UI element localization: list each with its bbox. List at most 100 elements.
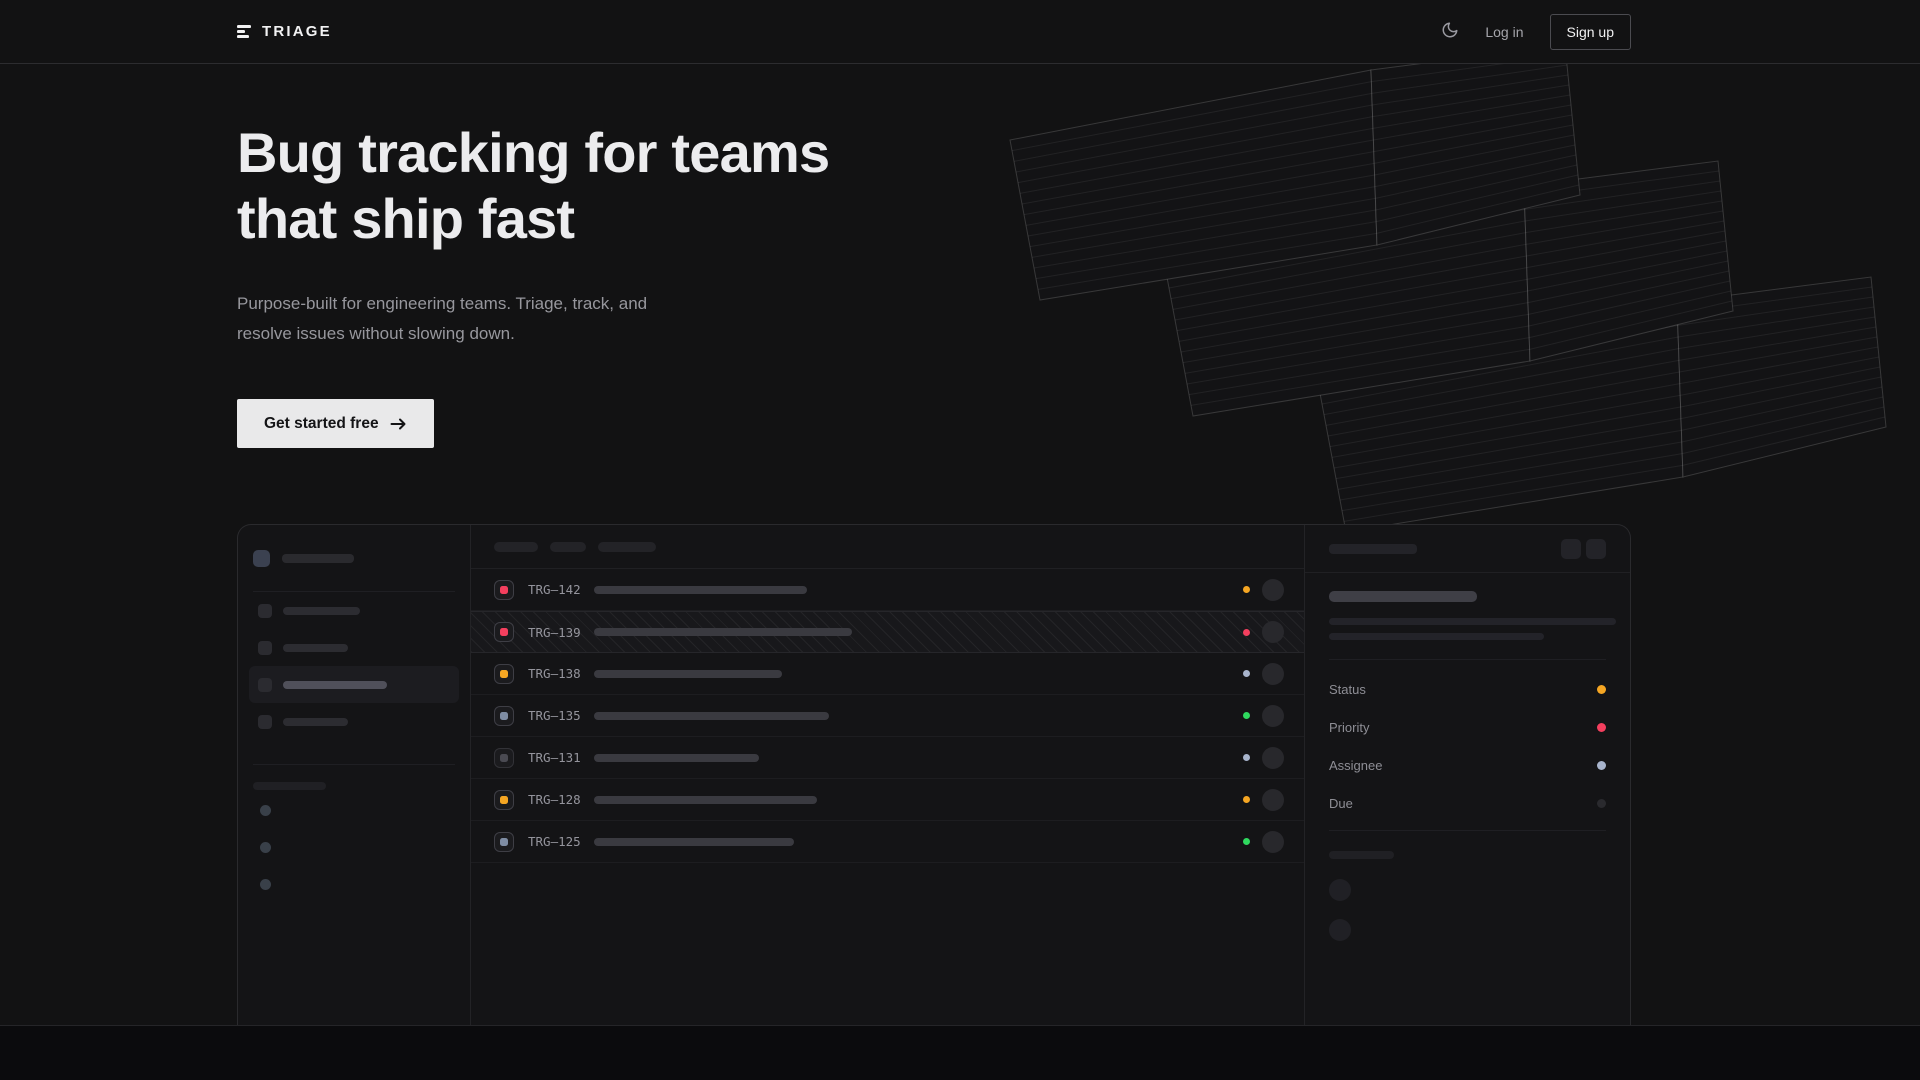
issue-rows: TRG–142 TRG–139 TRG–138 TRG–135 TRG–131 … bbox=[471, 569, 1304, 863]
field-label: Assignee bbox=[1329, 757, 1383, 773]
preview-issue-list: TRG–142 TRG–139 TRG–138 TRG–135 TRG–131 … bbox=[471, 525, 1304, 1025]
issue-row: TRG–135 bbox=[471, 695, 1304, 737]
issue-status-dot bbox=[1243, 670, 1250, 677]
issue-id: TRG–135 bbox=[528, 708, 581, 723]
issue-title-placeholder bbox=[594, 753, 759, 762]
issue-status-dot bbox=[1243, 628, 1250, 636]
sidebar-item-icon-placeholder bbox=[258, 677, 272, 692]
brand-name: TRIAGE bbox=[262, 23, 332, 40]
field-label: Priority bbox=[1329, 719, 1370, 735]
detail-action-button-placeholder bbox=[1561, 538, 1581, 559]
top-nav: TRIAGE Log in Sign up bbox=[0, 0, 1920, 64]
issue-type-icon bbox=[494, 747, 514, 768]
theme-toggle-button[interactable] bbox=[1441, 21, 1459, 42]
issue-id: TRG–142 bbox=[528, 582, 581, 597]
issue-type-icon bbox=[494, 831, 514, 852]
arrow-right-icon bbox=[390, 416, 407, 432]
divider bbox=[1329, 659, 1606, 660]
filter-tab-placeholder bbox=[598, 541, 656, 552]
issue-title-placeholder bbox=[594, 669, 782, 678]
filter-tab-placeholder bbox=[550, 541, 586, 552]
section-label-placeholder bbox=[253, 782, 326, 790]
activity-label-placeholder bbox=[1329, 851, 1394, 859]
brand: TRIAGE bbox=[237, 23, 332, 40]
get-started-button[interactable]: Get started free bbox=[237, 399, 434, 448]
app-preview-panel: TRG–142 TRG–139 TRG–138 TRG–135 TRG–131 … bbox=[237, 524, 1631, 1025]
assignee-avatar bbox=[1262, 788, 1284, 811]
filter-tab-placeholder bbox=[494, 541, 538, 552]
issue-id: TRG–139 bbox=[528, 624, 581, 640]
issue-id: TRG–128 bbox=[528, 792, 581, 807]
assignee-avatar bbox=[1262, 830, 1284, 853]
issue-type-icon bbox=[494, 789, 514, 810]
field-value-dot bbox=[1597, 684, 1606, 694]
moon-icon bbox=[1441, 21, 1459, 42]
triage-logo-icon bbox=[237, 25, 251, 38]
detail-breadcrumb-placeholder bbox=[1329, 543, 1417, 554]
issue-status-dot bbox=[1243, 838, 1250, 845]
issue-id: TRG–125 bbox=[528, 834, 581, 849]
issue-status-dot bbox=[1243, 712, 1250, 719]
detail-title-placeholder bbox=[1329, 591, 1477, 602]
issue-title-placeholder bbox=[594, 837, 794, 846]
issue-title-placeholder bbox=[594, 585, 807, 594]
member-avatar-placeholder bbox=[260, 842, 271, 853]
detail-field-row: Assignee bbox=[1329, 746, 1606, 784]
log-in-link[interactable]: Log in bbox=[1485, 23, 1524, 40]
preview-sidebar bbox=[238, 525, 471, 1025]
sign-up-button[interactable]: Sign up bbox=[1549, 13, 1631, 50]
assignee-avatar bbox=[1262, 746, 1284, 769]
sidebar-item-icon-placeholder bbox=[258, 714, 272, 729]
issue-type-icon bbox=[494, 705, 514, 726]
divider bbox=[1329, 830, 1606, 831]
preview-detail-panel: Status Priority Assignee Due bbox=[1304, 525, 1630, 1025]
issue-title-placeholder bbox=[594, 711, 829, 720]
assignee-avatar bbox=[1262, 662, 1284, 685]
sidebar-item-icon-placeholder bbox=[258, 640, 272, 655]
detail-field-row: Due bbox=[1329, 784, 1606, 822]
workspace-name-placeholder bbox=[282, 554, 354, 563]
field-value-dot bbox=[1597, 798, 1606, 808]
issue-status-dot bbox=[1243, 754, 1250, 761]
hero-subtitle: Purpose-built for engineering teams. Tri… bbox=[237, 294, 648, 343]
sidebar-item-placeholder-active bbox=[249, 666, 459, 703]
issue-title-placeholder bbox=[594, 628, 852, 636]
field-label: Due bbox=[1329, 795, 1353, 811]
assignee-avatar bbox=[1262, 578, 1284, 601]
detail-action-button-placeholder bbox=[1586, 538, 1606, 559]
member-avatar-placeholder bbox=[260, 879, 271, 890]
issue-row: TRG–139 bbox=[471, 611, 1304, 653]
workspace-switcher-placeholder bbox=[253, 550, 455, 567]
issue-row: TRG–142 bbox=[471, 569, 1304, 611]
issue-row: TRG–128 bbox=[471, 779, 1304, 821]
field-value-dot bbox=[1597, 760, 1606, 770]
issue-row: TRG–138 bbox=[471, 653, 1304, 695]
detail-field-row: Priority bbox=[1329, 708, 1606, 746]
comment-avatar-placeholder bbox=[1329, 919, 1351, 941]
divider bbox=[253, 764, 455, 765]
issue-status-dot bbox=[1243, 586, 1250, 593]
member-avatar-placeholder bbox=[260, 805, 271, 816]
issue-status-dot bbox=[1243, 796, 1250, 803]
assignee-avatar bbox=[1262, 704, 1284, 727]
detail-fields: Status Priority Assignee Due bbox=[1329, 670, 1606, 822]
divider bbox=[253, 591, 455, 592]
sidebar-item-placeholder bbox=[249, 703, 459, 740]
field-label: Status bbox=[1329, 681, 1366, 697]
issue-row: TRG–131 bbox=[471, 737, 1304, 779]
page-footer bbox=[0, 1025, 1920, 1080]
issue-type-icon bbox=[494, 663, 514, 684]
field-value-dot bbox=[1597, 722, 1606, 732]
nav-actions: Log in Sign up bbox=[1441, 13, 1631, 50]
issue-id: TRG–138 bbox=[528, 666, 581, 681]
detail-header bbox=[1305, 525, 1630, 573]
issue-row: TRG–125 bbox=[471, 821, 1304, 863]
issue-type-icon bbox=[494, 622, 514, 642]
comment-avatar-placeholder bbox=[1329, 879, 1351, 901]
workspace-avatar-placeholder bbox=[253, 550, 270, 567]
detail-description-placeholder bbox=[1329, 618, 1616, 625]
issue-type-icon bbox=[494, 579, 514, 600]
sidebar-item-icon-placeholder bbox=[258, 603, 272, 618]
